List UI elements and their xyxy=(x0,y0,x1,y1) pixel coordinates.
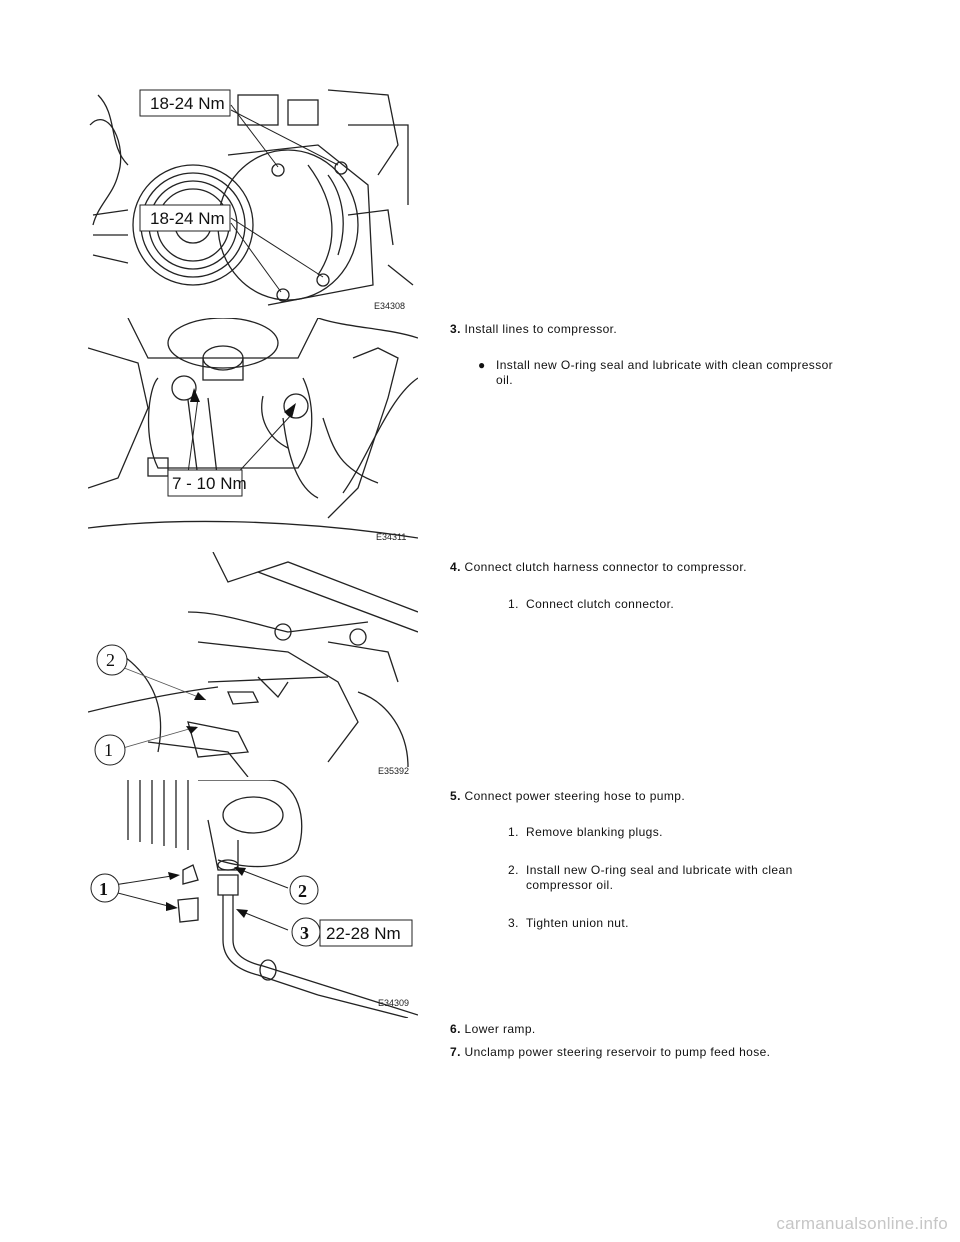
step-5: 5. Connect power steering hose to pump. xyxy=(450,789,685,803)
step-text: Connect clutch harness connector to comp… xyxy=(464,560,747,574)
bullet-dot: ● xyxy=(478,358,486,372)
figure-code: E34309 xyxy=(378,998,409,1008)
figure-power-steering-hose: 1 2 3 22-28 Nm E34309 xyxy=(88,780,418,1018)
callout-number: 2 xyxy=(298,881,307,901)
step-3: 3. Install lines to compressor. xyxy=(450,322,617,336)
step-number: 3. xyxy=(450,322,461,336)
compressor-illustration: 18-24 Nm 18-24 Nm E34308 xyxy=(89,89,414,311)
step-number: 7. xyxy=(450,1045,461,1059)
step-text: Lower ramp. xyxy=(464,1022,536,1036)
substep-number: 1. xyxy=(508,597,519,611)
callout-number: 1 xyxy=(104,740,113,760)
torque-callout-upper: 18-24 Nm xyxy=(150,94,225,113)
watermark: carmanualsonline.info xyxy=(776,1214,948,1233)
substep-number: 2. xyxy=(508,863,519,877)
step-number: 5. xyxy=(450,789,461,803)
step-text: Install lines to compressor. xyxy=(464,322,618,336)
figure-code: E35392 xyxy=(378,766,409,776)
figure-code: E34311 xyxy=(376,532,406,542)
substep-text: Remove blanking plugs. xyxy=(526,825,663,839)
substep-number: 1. xyxy=(508,825,519,839)
step-text: Connect power steering hose to pump. xyxy=(464,789,686,803)
figure-clutch-connector: 2 1 E35392 xyxy=(88,552,418,777)
step-text: Unclamp power steering reservoir to pump… xyxy=(464,1045,771,1059)
figure-compressor-bolts: 18-24 Nm 18-24 Nm E34308 xyxy=(88,85,418,315)
torque-callout-box xyxy=(139,204,231,232)
torque-callout-lower: 18-24 Nm xyxy=(150,209,225,228)
power-steering-hose-illustration: 1 2 3 22-28 Nm E34309 xyxy=(90,780,418,1018)
callout-number: 2 xyxy=(106,650,115,670)
callout-number: 1 xyxy=(99,879,108,899)
callout-number: 3 xyxy=(300,923,309,943)
substep-text: Install new O-ring seal and lubricate wi… xyxy=(526,863,793,892)
compressor-lines-illustration: 7 - 10 Nm E34311 xyxy=(88,318,418,542)
torque-callout: 7 - 10 Nm xyxy=(172,474,247,493)
substep-text: Tighten union nut. xyxy=(526,916,629,930)
figure-compressor-lines: 7 - 10 Nm E34311 xyxy=(88,318,418,550)
step-3-bullet: ● Install new O-ring seal and lubricate … xyxy=(478,358,840,390)
figure-code: E34308 xyxy=(374,301,405,311)
step-4: 4. Connect clutch harness connector to c… xyxy=(450,560,747,574)
step-number: 6. xyxy=(450,1022,461,1036)
clutch-connector-illustration: 2 1 E35392 xyxy=(88,552,418,777)
step-7: 7. Unclamp power steering reservoir to p… xyxy=(450,1045,770,1059)
step-number: 4. xyxy=(450,560,461,574)
substep-number: 3. xyxy=(508,916,519,930)
bullet-text: Install new O-ring seal and lubricate wi… xyxy=(496,358,834,387)
torque-callout: 22-28 Nm xyxy=(326,924,401,943)
torque-callout-box xyxy=(139,89,231,117)
step-6: 6. Lower ramp. xyxy=(450,1022,536,1036)
substep-text: Connect clutch connector. xyxy=(526,597,675,611)
